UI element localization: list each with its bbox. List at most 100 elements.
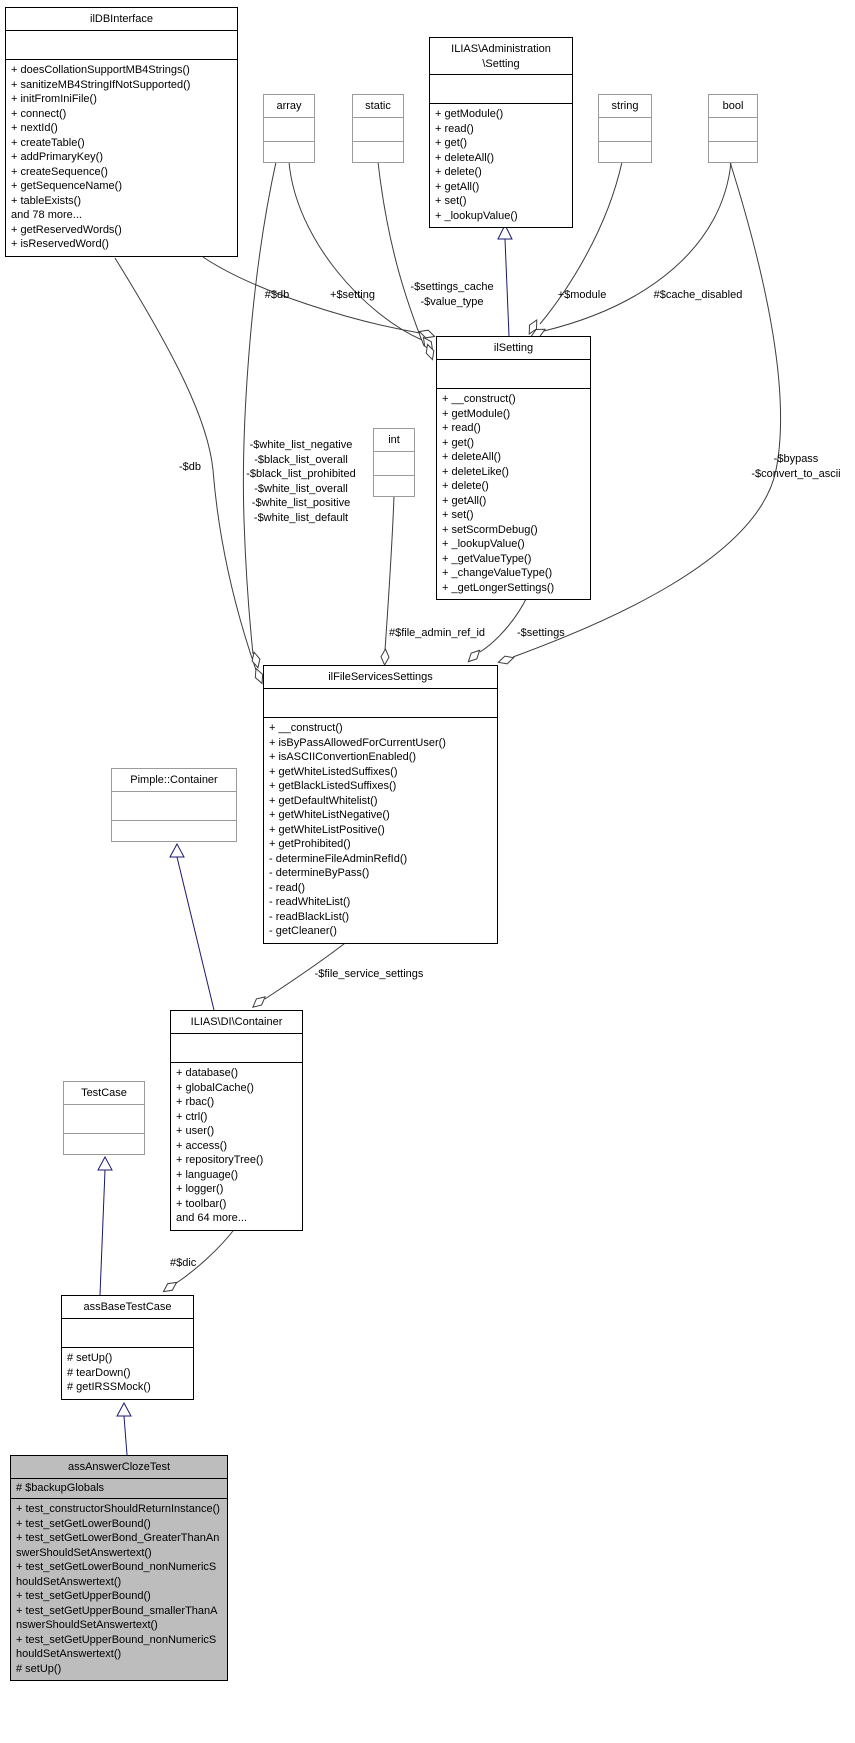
class-attributes	[437, 360, 590, 389]
member-line: + connect()	[11, 107, 67, 120]
edge-label-settings: -$settings	[517, 627, 565, 639]
inheritance-triangle	[116, 1401, 132, 1417]
member-line: -$settings_cache	[410, 281, 494, 293]
class-box-pimple-container[interactable]: Pimple::Container	[111, 768, 237, 842]
class-box-assbasetestcase[interactable]: assBaseTestCase # setUp()# tearDown()# g…	[61, 1295, 194, 1400]
member-line: + test_constructorShouldReturnInstance()	[16, 1503, 220, 1515]
edge-settingscache-to-ilsetting	[377, 161, 425, 347]
empty-compartment	[709, 142, 757, 162]
type-box-array[interactable]: array	[263, 94, 315, 163]
class-attributes	[430, 75, 572, 104]
edge-whitelists-to-fileservices	[242, 161, 277, 655]
class-box-ilsetting[interactable]: ilSetting + __construct()+ getModule()+ …	[436, 336, 591, 600]
aggregation-diamond	[418, 329, 436, 339]
member-line: + setScormDebug()	[442, 523, 538, 536]
member-line: + getWhiteListPositive()	[269, 823, 385, 836]
aggregation-diamond	[528, 318, 538, 336]
class-attributes	[62, 1319, 193, 1348]
member-line: -$bypass	[773, 453, 819, 465]
class-title: Pimple::Container	[112, 769, 236, 792]
member-line: # setUp()	[67, 1352, 113, 1364]
member-line: + database()	[176, 1067, 239, 1079]
member-line: + getProhibited()	[269, 838, 351, 850]
member-line: + deleteAll()	[442, 451, 502, 463]
edge-assanswer-inherits-assbase	[123, 1415, 128, 1456]
member-line: + ctrl()	[176, 1110, 208, 1123]
member-line: + language()	[176, 1168, 239, 1181]
empty-compartment	[353, 142, 403, 162]
member-line: + isReservedWord()	[11, 238, 109, 250]
empty-compartment	[264, 118, 314, 142]
class-box-assanswerclozetest[interactable]: assAnswerClozeTest # $backupGlobals + te…	[10, 1455, 228, 1681]
aggregation-diamond	[467, 649, 481, 663]
member-line: + user()	[176, 1125, 215, 1137]
aggregation-diamond	[425, 343, 435, 361]
class-attributes	[171, 1034, 302, 1063]
empty-compartment	[599, 118, 651, 142]
class-methods: + __construct()+ isByPassAllowedForCurre…	[264, 718, 497, 943]
member-line: + test_setGetLowerBound_nonNumericShould…	[16, 1561, 217, 1588]
member-line: + test_setGetUpperBound_nonNumericShould…	[16, 1633, 217, 1661]
member-line: + logger()	[176, 1183, 224, 1195]
member-line: + get()	[442, 436, 475, 449]
member-line: and 64 more...	[176, 1212, 247, 1224]
type-title: static	[353, 95, 403, 118]
class-box-ilias-di-container[interactable]: ILIAS\DI\Container + database() + globalC…	[170, 1010, 303, 1231]
member-line: + deleteLike()	[442, 465, 509, 478]
edge-label-setting: +$setting	[330, 289, 375, 301]
class-title: assBaseTestCase	[62, 1296, 193, 1319]
member-line: + rbac()	[176, 1096, 215, 1108]
member-line: - read()	[269, 881, 306, 894]
type-box-string[interactable]: string	[598, 94, 652, 163]
edge-container-inherits-pimple	[176, 856, 215, 1011]
class-title: TestCase	[64, 1082, 144, 1105]
edge-label-settings-cache: -$settings_cache -$value_type	[393, 280, 511, 309]
class-box-ilias-administration-setting[interactable]: ILIAS\Administration\Setting + getModule…	[429, 37, 573, 228]
empty-compartment	[709, 118, 757, 142]
class-box-testcase[interactable]: TestCase	[63, 1081, 145, 1155]
empty-compartment	[112, 792, 236, 821]
member-line: + addPrimaryKey()	[11, 151, 104, 163]
type-box-static[interactable]: static	[352, 94, 404, 163]
class-methods: + getModule() + read() + get() + deleteAll(…	[430, 104, 572, 227]
class-title: ILIAS\DI\Container	[171, 1011, 302, 1034]
member-line: + test_setGetUpperBound()	[16, 1590, 151, 1602]
edge-label-cache-disabled: #$cache_disabled	[653, 289, 743, 301]
member-line: ILIAS\Administration	[451, 43, 551, 55]
class-title: assAnswerClozeTest	[11, 1456, 227, 1479]
member-line: + getReservedWords()	[11, 223, 122, 236]
class-box-ilfileservicessettings[interactable]: ilFileServicesSettings + __construct()+ …	[263, 665, 498, 944]
member-line: + getSequenceName()	[11, 180, 122, 192]
member-line: + read()	[435, 122, 474, 135]
empty-compartment	[64, 1105, 144, 1134]
member-line: -$black_list_overall	[254, 453, 348, 466]
member-line: + get()	[435, 137, 468, 149]
empty-compartment	[64, 1134, 144, 1154]
member-line: + tableExists()	[11, 194, 81, 207]
class-title: ilSetting	[437, 337, 590, 360]
aggregation-diamond	[162, 1281, 178, 1293]
type-box-int[interactable]: int	[373, 428, 415, 497]
edge-label-file-admin-ref-id: #$file_admin_ref_id	[389, 627, 486, 639]
member-line: + delete()	[435, 166, 482, 178]
class-box-ildbinterface[interactable]: ilDBInterface + doesCollationSupportMB4S…	[5, 7, 238, 257]
member-line: + isASCIIConvertionEnabled()	[269, 751, 417, 763]
class-methods: # setUp()# tearDown()# getIRSSMock()	[62, 1348, 193, 1399]
member-line: + __construct()	[269, 722, 343, 734]
member-line: + toolbar()	[176, 1197, 227, 1210]
member-line: + getModule()	[435, 108, 504, 120]
member-line: + getModule()	[442, 407, 511, 420]
member-line: + globalCache()	[176, 1081, 254, 1094]
class-methods: + doesCollationSupportMB4Strings()+ sani…	[6, 60, 237, 256]
member-line: + getBlackListedSuffixes()	[269, 780, 397, 792]
edge-setting-to-ilsetting	[288, 161, 423, 341]
member-line: -$white_list_positive	[251, 497, 351, 509]
member-line: -$value_type	[420, 295, 484, 308]
type-box-bool[interactable]: bool	[708, 94, 758, 163]
type-title: int	[374, 429, 414, 452]
member-line: + delete()	[442, 480, 489, 492]
member-line: + deleteAll()	[435, 151, 495, 164]
empty-compartment	[353, 118, 403, 142]
member-line: - readBlackList()	[269, 910, 350, 923]
